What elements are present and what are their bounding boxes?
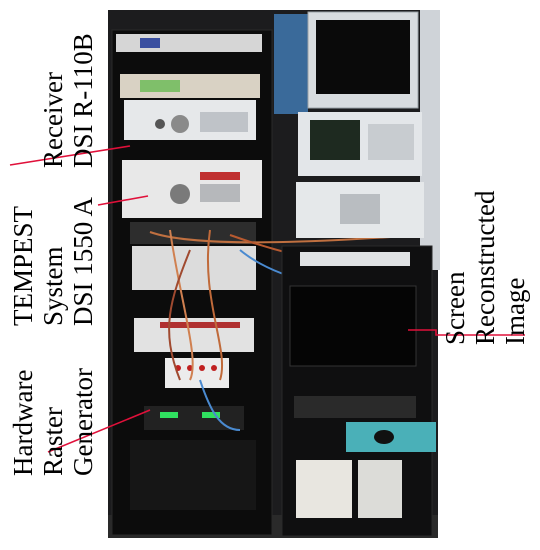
pointer-lines [9, 145, 525, 453]
patch-panel [130, 222, 256, 244]
label-hardware-line2: Raster [38, 407, 68, 476]
switch-unit-red [160, 322, 240, 328]
keyboard [294, 396, 416, 418]
wall-right [420, 10, 440, 270]
poster [274, 14, 308, 114]
right-rack-label [300, 252, 410, 266]
label-screen: Screen Reconstructed Image [440, 170, 530, 345]
connector-box [165, 358, 229, 388]
pc-tower [296, 460, 352, 518]
rack-lower-grille [130, 440, 256, 510]
pc-tower-2 [358, 460, 402, 518]
pointer-screen [408, 329, 525, 336]
rack-logo-panel [140, 38, 160, 48]
label-tempest-line1: TEMPEST [8, 205, 38, 326]
raster-generator [144, 406, 244, 430]
receiver-buttons [200, 112, 248, 132]
tempest-panel-grid [200, 184, 240, 202]
label-hardware: Hardware Raster Generator [8, 356, 98, 476]
tempest-knob [170, 184, 190, 204]
top-monitor-screen [316, 20, 410, 94]
rack-top-panel [116, 34, 262, 52]
pointer-tempest [97, 195, 149, 206]
receiver-knob-small [155, 119, 165, 129]
label-receiver-line1: Receiver [38, 72, 68, 168]
tempest-panel-red [200, 172, 240, 180]
pointer-hardware [47, 409, 151, 453]
pointer-receiver [9, 145, 131, 166]
green-display [140, 80, 180, 92]
mouse [374, 430, 394, 444]
label-tempest: TEMPEST System DSI 1550 A [8, 176, 98, 326]
label-screen-line2: Reconstructed [470, 190, 500, 345]
label-tempest-line2: System [38, 246, 68, 326]
label-screen-line1: Screen [440, 271, 470, 345]
tempest-unit [122, 160, 262, 218]
label-receiver-line2: DSI R-110B [68, 33, 98, 168]
crt-controls [368, 124, 414, 160]
reconstructed-screen [289, 285, 417, 367]
label-tempest-line3: DSI 1550 A [68, 196, 98, 326]
routing-unit [132, 246, 256, 290]
label-receiver: Receiver DSI R-110B [38, 18, 98, 168]
label-screen-line3: Image [500, 277, 530, 345]
raster-led-right [202, 412, 220, 418]
label-hardware-line1: Hardware [8, 369, 38, 476]
receiver-knob [171, 115, 189, 133]
label-hardware-line3: Generator [68, 368, 98, 476]
raster-led-left [160, 412, 178, 418]
crt-screen [310, 120, 360, 160]
signal-gen-keys [340, 194, 380, 224]
